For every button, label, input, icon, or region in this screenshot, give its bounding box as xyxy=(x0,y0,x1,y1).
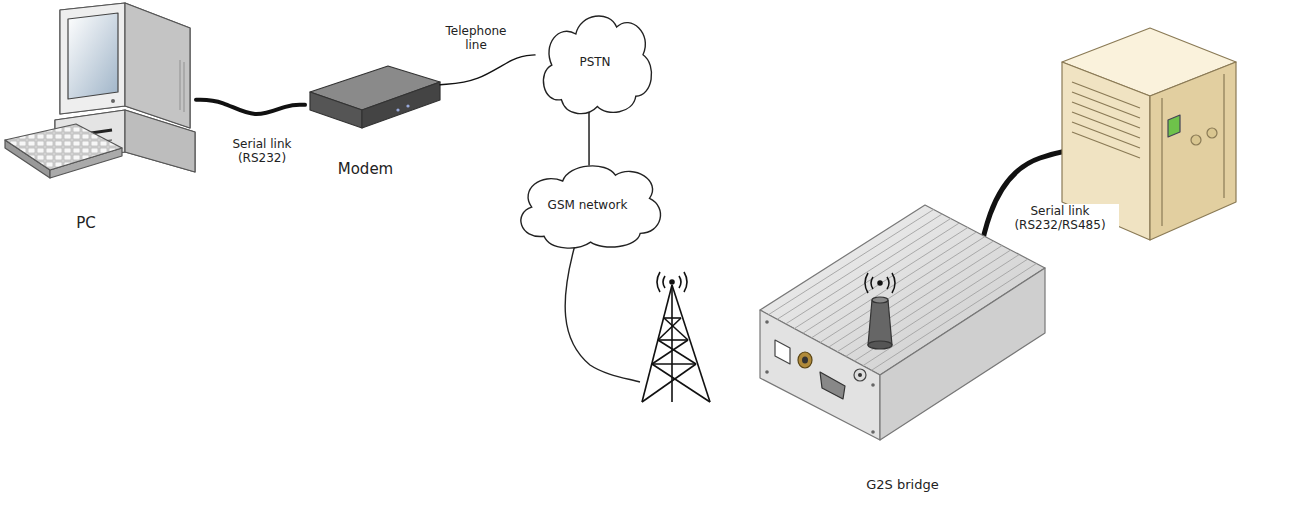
modem-icon xyxy=(310,66,440,128)
rj-port xyxy=(775,340,790,364)
cooling-fin xyxy=(820,237,985,343)
cooling-fin xyxy=(871,264,1036,371)
server-side xyxy=(1150,62,1236,240)
cooling-fin xyxy=(786,219,951,324)
node-label: GSM network xyxy=(548,198,628,212)
g2s-device xyxy=(760,205,1045,440)
db9-port xyxy=(820,372,845,399)
cable-label: Serial link (RS232/RS485) xyxy=(1001,204,1119,233)
device-side xyxy=(880,268,1045,440)
radio-link-wire xyxy=(565,245,640,382)
link-line xyxy=(588,110,589,165)
pc-icon xyxy=(5,3,195,178)
modem-led xyxy=(406,104,409,107)
server-knob xyxy=(1207,128,1217,138)
pc-node: PC xyxy=(0,0,196,232)
vent xyxy=(183,62,184,112)
cloud-outline xyxy=(521,166,661,248)
cooling-fin xyxy=(837,246,1002,352)
edge-label: Telephone line xyxy=(438,24,514,53)
edge-label: Serial link (RS232) xyxy=(221,137,303,166)
node-label: PSTN xyxy=(579,55,610,69)
modem-front xyxy=(362,82,440,128)
keyboard xyxy=(5,124,122,170)
node-label: PC xyxy=(0,214,196,232)
antenna xyxy=(868,300,892,345)
device-front xyxy=(760,310,880,440)
power-led xyxy=(111,99,115,103)
monitor-screen xyxy=(68,13,118,99)
cloud-outline xyxy=(543,16,651,114)
monitor-back xyxy=(60,3,190,128)
cooling-fin xyxy=(854,255,1019,362)
node-label: Modem xyxy=(305,160,440,178)
cooling-fin xyxy=(777,214,942,319)
power-jack xyxy=(854,369,866,381)
modem-node: Modem xyxy=(305,60,440,178)
cloud-node: PSTN xyxy=(535,15,655,110)
cooling-fin xyxy=(811,232,976,338)
cooling-fin xyxy=(829,241,994,347)
monitor-side xyxy=(125,3,190,128)
vent xyxy=(179,60,180,110)
cloud-node: GSM network xyxy=(510,165,665,245)
link-line xyxy=(440,55,535,85)
node-label: G2S bridge xyxy=(755,477,1050,493)
modem-left xyxy=(310,92,362,128)
cooling-fin xyxy=(769,210,934,315)
server-knob xyxy=(1191,135,1201,145)
cooling-fin xyxy=(863,259,1028,366)
modem-led xyxy=(396,108,399,111)
monitor-front xyxy=(60,3,125,114)
cooling-fin xyxy=(846,250,1011,356)
sma-connector xyxy=(798,352,812,368)
device-node: G2S bridge xyxy=(755,190,1050,493)
cell-tower xyxy=(642,272,710,402)
server-display xyxy=(1168,115,1180,137)
serial-cable xyxy=(196,100,305,114)
